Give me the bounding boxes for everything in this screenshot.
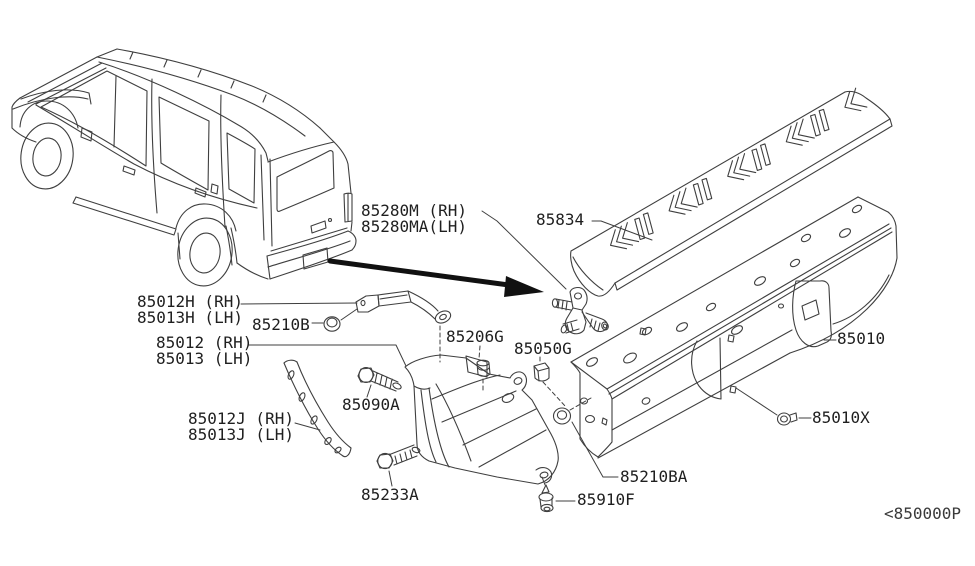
bolt-85090A-drawing — [357, 366, 402, 392]
part-number-label: 85012J (RH) — [188, 409, 294, 428]
part-number-label: 85210BA — [620, 467, 688, 486]
assembly-axis-dashed-lines — [439, 325, 592, 411]
drawing-reference-code: <850000P — [884, 504, 962, 523]
vehicle-rear-view-drawing — [11, 48, 357, 287]
part-number-label: 85010 — [837, 329, 886, 348]
part-number-label: 85012H (RH) — [137, 292, 243, 311]
callout-85910F[interactable]: 85910F — [577, 492, 635, 508]
callout-85233A[interactable]: 85233A — [361, 487, 419, 503]
bolt-85010X-drawing — [776, 412, 798, 426]
step-pad-85834-drawing — [570, 87, 893, 297]
bumper-stay-85012-drawing — [404, 354, 559, 485]
callout-85012H[interactable]: 85012H (RH)85013H (LH) — [137, 294, 243, 326]
part-number-label: 85013 (LH) — [156, 349, 253, 368]
callout-85012J[interactable]: 85012J (RH)85013J (LH) — [188, 411, 294, 443]
part-number-label: 85206G — [446, 327, 504, 346]
direction-arrow — [327, 258, 544, 297]
hook-bracket-85280M-drawing — [551, 287, 609, 335]
callout-85090A[interactable]: 85090A — [342, 397, 400, 413]
leader-lines — [240, 210, 837, 502]
callout-85210BA[interactable]: 85210BA — [620, 469, 687, 485]
part-number-label: 85910F — [577, 490, 635, 509]
nut-85210BA-drawing — [552, 407, 572, 425]
rear-bumper-85010-drawing — [570, 196, 898, 459]
nut-85050G-drawing — [533, 362, 550, 382]
bracket-85012H-drawing — [355, 290, 452, 324]
bolt-85233A-drawing — [376, 444, 421, 470]
callout-85010X[interactable]: 85010X — [812, 410, 870, 426]
part-number-label: 85013J (LH) — [188, 425, 294, 444]
part-number-label: 85233A — [361, 485, 419, 504]
clip-85206G-drawing — [476, 359, 491, 377]
part-number-label: 85210B — [252, 315, 310, 334]
part-number-label: 85834 — [536, 210, 585, 229]
part-number-label: 85050G — [514, 339, 572, 358]
callout-85050G[interactable]: 85050G — [514, 341, 572, 357]
part-number-label: 85280MA(LH) — [361, 217, 467, 236]
part-number-label: 85010X — [812, 408, 870, 427]
callout-85834[interactable]: 85834 — [536, 212, 584, 228]
callout-85012[interactable]: 85012 (RH)85013 (LH) — [156, 335, 252, 367]
part-number-label: 85012 (RH) — [156, 333, 253, 352]
bracket-85012J-drawing — [283, 359, 352, 458]
part-number-label: 85090A — [342, 395, 400, 414]
callout-85280M[interactable]: 85280M (RH)85280MA(LH) — [361, 203, 467, 235]
part-number-label: 85280M (RH) — [361, 201, 467, 220]
screw-85910F-drawing — [538, 484, 554, 513]
callout-85206G[interactable]: 85206G — [446, 329, 504, 345]
tread-chevron-pattern — [609, 87, 868, 250]
part-number-label: 85013H (LH) — [137, 308, 243, 327]
callout-85010[interactable]: 85010 — [837, 331, 885, 347]
nut-85210B-drawing — [323, 316, 341, 332]
callout-85210B[interactable]: 85210B — [252, 317, 310, 333]
